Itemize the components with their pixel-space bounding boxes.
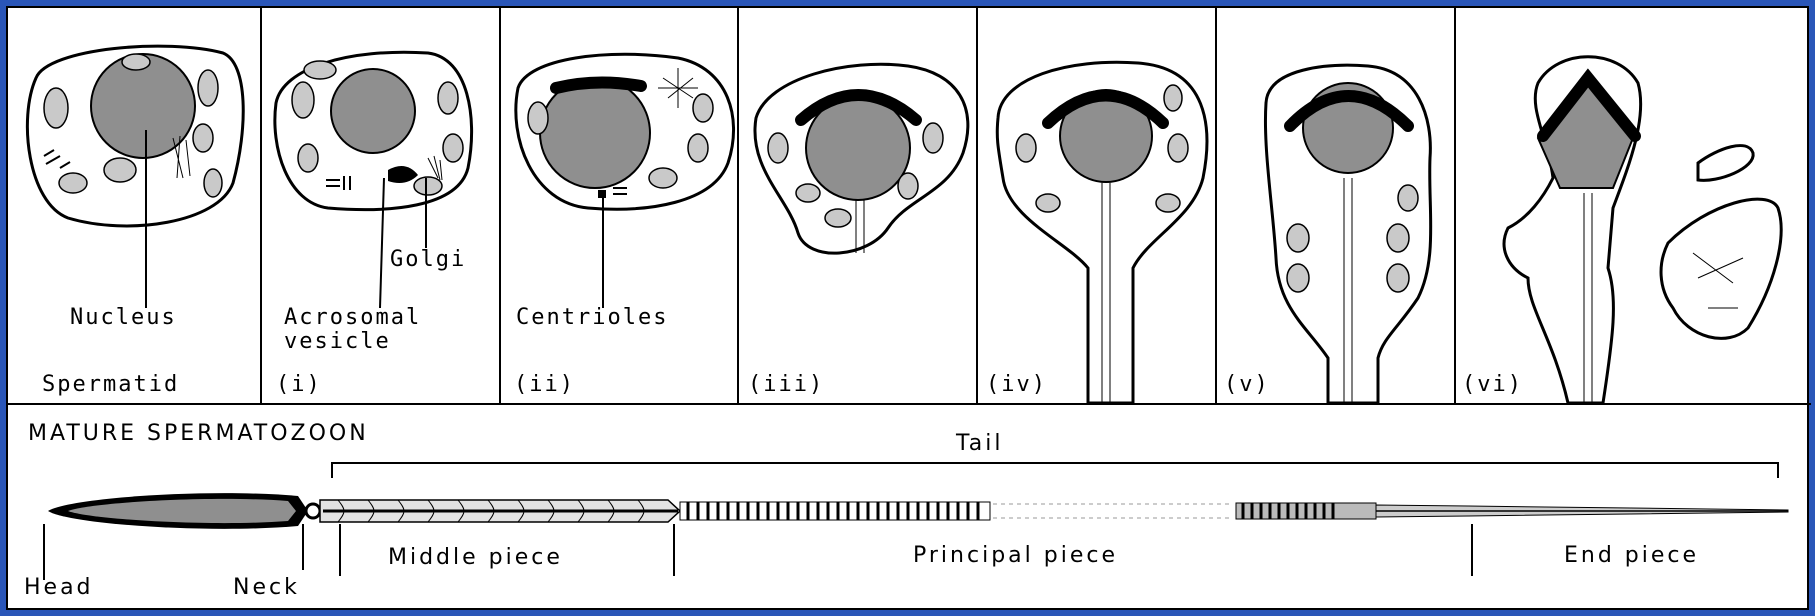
label-principal-piece: Principal piece [913,543,1118,568]
tail-bracket [332,463,1778,478]
spermatid-cell [27,46,243,308]
label-tail: Tail [955,431,1004,456]
stage-iii-cell [755,64,968,253]
stage-label-v: (v) [1224,372,1270,397]
callout-nucleus: Nucleus [70,305,177,330]
stage-label-vi: (vi) [1462,372,1523,397]
stage-v-cell [1265,65,1430,403]
stage-label-i: (i) [276,372,322,397]
callout-centrioles: Centrioles [516,305,668,330]
label-head: Head [24,575,94,600]
stage-label-spermatid: Spermatid [42,372,179,397]
label-neck: Neck [233,575,300,600]
stage-vi-cell [1504,57,1781,403]
callout-acrosomal-line2: vesicle [284,329,391,354]
mature-spermatozoon [48,493,1788,529]
mature-tick-marks [44,524,1472,580]
callout-golgi: Golgi [390,247,466,272]
spermiogenesis-diagram: Nucleus Spermatid Golgi Acrosomal vesicl… [8,8,1811,612]
mature-title: MATURE SPERMATOZOON [28,421,369,446]
stage-label-ii: (ii) [514,372,575,397]
stage-label-iv: (iv) [986,372,1047,397]
diagram-frame: Nucleus Spermatid Golgi Acrosomal vesicl… [6,6,1809,610]
label-middle-piece: Middle piece [388,545,563,570]
label-end-piece: End piece [1564,543,1699,568]
callout-acrosomal-line1: Acrosomal [284,305,421,330]
stage-label-iii: (iii) [748,372,824,397]
stage-ii-cell [516,54,734,308]
stage-iv-cell [997,62,1207,403]
